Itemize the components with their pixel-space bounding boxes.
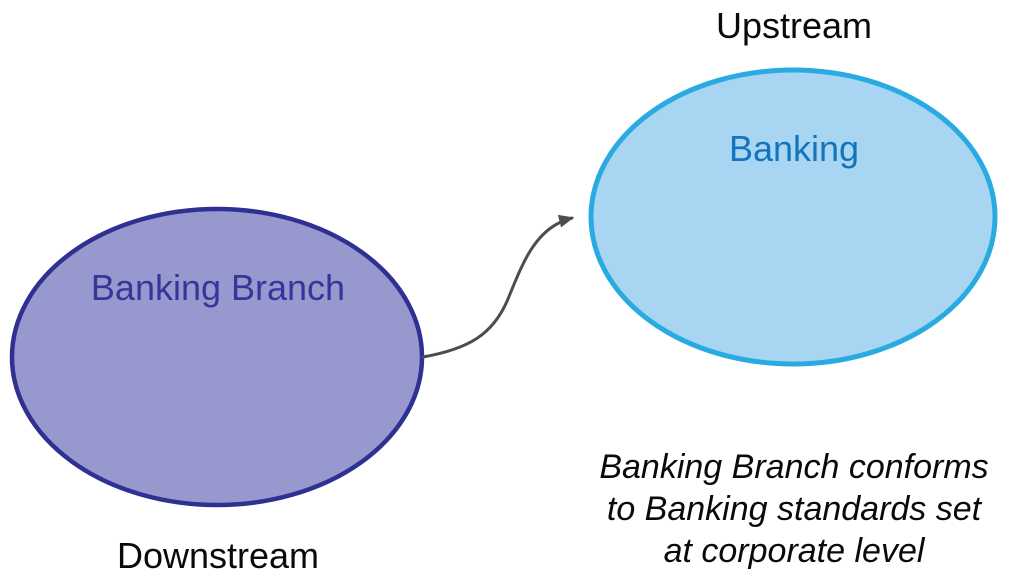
caption-line: at corporate level bbox=[663, 532, 925, 570]
caption-line: Banking Branch conforms bbox=[599, 448, 989, 486]
downstream-zone-label: Downstream bbox=[116, 535, 320, 576]
banking-branch-node-label: Banking Branch bbox=[90, 267, 346, 308]
banking-ellipse bbox=[588, 67, 998, 367]
upstream-zone-label: Upstream bbox=[715, 5, 873, 46]
conformist-caption: Banking Branch conforms to Banking stand… bbox=[599, 446, 988, 572]
dependency-arrow bbox=[421, 214, 574, 359]
banking-node-label: Banking bbox=[728, 128, 860, 169]
banking-branch-ellipse bbox=[9, 206, 425, 508]
caption-line: to Banking standards set bbox=[606, 490, 982, 528]
